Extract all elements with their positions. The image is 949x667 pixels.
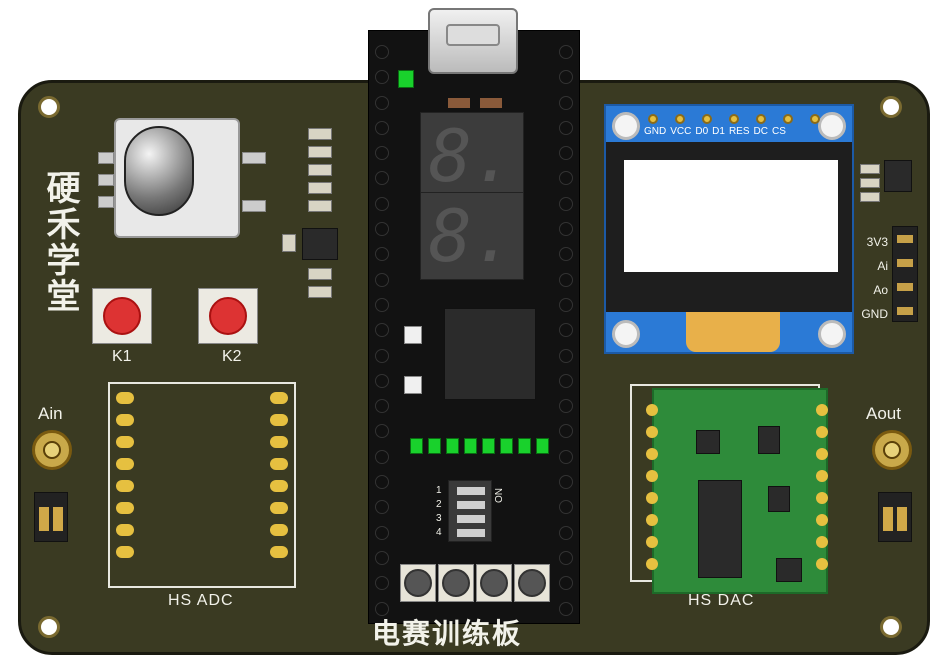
oled-pin-label: RES — [728, 126, 750, 137]
encoder-knob-icon[interactable] — [124, 126, 194, 216]
dip-number: 2 — [436, 499, 442, 510]
small-ic-chip — [302, 228, 338, 260]
oled-pin-label: D0 — [695, 126, 709, 137]
mounting-hole — [880, 616, 902, 638]
smd-resistor — [448, 98, 470, 108]
dac-ic-chip — [698, 480, 742, 578]
oled-pin-label: VCC — [670, 126, 692, 137]
oled-glass — [606, 142, 852, 312]
small-ic-chip — [696, 430, 720, 454]
mounting-hole — [38, 96, 60, 118]
ain-label: Ain — [38, 404, 63, 423]
dip-number: 4 — [436, 527, 442, 538]
button-cap-icon — [404, 569, 432, 597]
right-pin-header[interactable] — [892, 226, 918, 322]
small-ic-chip — [776, 558, 802, 582]
button-cap-icon — [518, 569, 546, 597]
small-ic-chip — [768, 486, 790, 512]
dip-on-label: ON — [494, 488, 505, 503]
dip-number: 3 — [436, 513, 442, 524]
mounting-hole — [880, 96, 902, 118]
user-button-3[interactable] — [476, 564, 512, 602]
dac-label: HS DAC — [688, 592, 755, 609]
button-cap-icon — [480, 569, 508, 597]
oled-module: GND VCC D0 D1 RES DC CS — [604, 104, 854, 354]
header-pin-label: Ai — [877, 259, 888, 273]
fpga-chip — [444, 308, 536, 400]
board-title: 电赛训练板 — [372, 618, 523, 649]
usb-connector[interactable] — [428, 8, 518, 74]
k2-button[interactable] — [198, 288, 258, 344]
small-ic-chip — [758, 426, 780, 454]
aout-jumper-header[interactable] — [878, 492, 912, 542]
rgb-led — [404, 326, 422, 344]
aout-sma-connector[interactable] — [872, 430, 912, 470]
rgb-led — [404, 376, 422, 394]
mounting-hole — [38, 616, 60, 638]
hs-dac-module — [646, 388, 828, 594]
header-pin-label: GND — [861, 307, 888, 321]
button-cap-icon — [442, 569, 470, 597]
button-cap-icon — [209, 297, 247, 335]
oled-pin-label: GND — [644, 126, 667, 137]
k1-button[interactable] — [92, 288, 152, 344]
header-pin-label: 3V3 — [866, 235, 888, 249]
button-cap-icon — [103, 297, 141, 335]
adc-label: HS ADC — [168, 592, 234, 609]
right-header-labels: 3V3 Ai Ao GND — [856, 230, 888, 326]
rotary-encoder[interactable] — [92, 100, 272, 250]
resistor-array — [300, 128, 340, 298]
user-button-4[interactable] — [514, 564, 550, 602]
oled-pin-row — [648, 114, 820, 124]
oled-pin-label: DC — [753, 126, 768, 137]
user-button-1[interactable] — [400, 564, 436, 602]
power-led — [398, 70, 414, 88]
seven-seg-digit-1: 8. — [420, 112, 524, 200]
oled-screen — [624, 160, 838, 272]
brand-vertical-text: 硬禾学堂 — [41, 170, 79, 314]
led-bar — [410, 438, 549, 454]
ain-jumper-header[interactable] — [34, 492, 68, 542]
oled-pin-label: D1 — [712, 126, 725, 137]
ain-sma-connector[interactable] — [32, 430, 72, 470]
oled-flex-cable — [686, 312, 780, 352]
dip-numbers: 1 2 3 4 — [436, 484, 442, 540]
smd-capacitor — [282, 234, 296, 252]
user-button-2[interactable] — [438, 564, 474, 602]
k1-label: K1 — [112, 348, 132, 365]
oled-pin-labels: GND VCC D0 D1 RES DC CS — [644, 126, 786, 137]
seven-seg-digit-2: 8. — [420, 192, 524, 280]
small-ic-chip — [884, 160, 912, 192]
aout-label: Aout — [866, 404, 901, 423]
dip-number: 1 — [436, 485, 442, 496]
dip-switch[interactable] — [448, 480, 492, 542]
smd-resistor — [480, 98, 502, 108]
bottom-button-row — [400, 564, 550, 602]
oled-pin-label: CS — [771, 126, 786, 137]
hs-adc-module — [108, 382, 296, 588]
k2-label: K2 — [222, 348, 242, 365]
header-pin-label: Ao — [873, 283, 888, 297]
resistor-array — [860, 164, 880, 208]
